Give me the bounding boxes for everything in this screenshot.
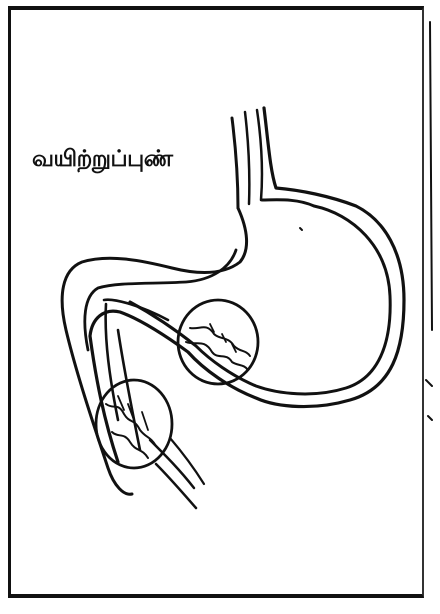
esophagus-inner-line-a	[245, 112, 249, 204]
ulcer-detail-upper-a	[190, 327, 250, 356]
ulcer-detail-lower-b	[112, 432, 148, 458]
stomach-inner-wall	[130, 200, 390, 394]
stomach-outer-wall	[90, 108, 404, 462]
stomach-speck	[300, 228, 302, 230]
duodenum-lower-b	[118, 330, 140, 450]
tail-tube-b	[156, 464, 196, 508]
esophagus-outer-line	[232, 118, 238, 208]
ulcer-crater-upper	[210, 324, 236, 352]
right-edge-mark-b	[426, 380, 432, 420]
fundus-fold	[62, 208, 246, 494]
tail-tube-c	[170, 438, 204, 484]
duodenum-lower-a	[106, 304, 118, 420]
right-edge-mark-a	[430, 22, 432, 330]
esophagus-inner-line-b	[257, 110, 262, 200]
